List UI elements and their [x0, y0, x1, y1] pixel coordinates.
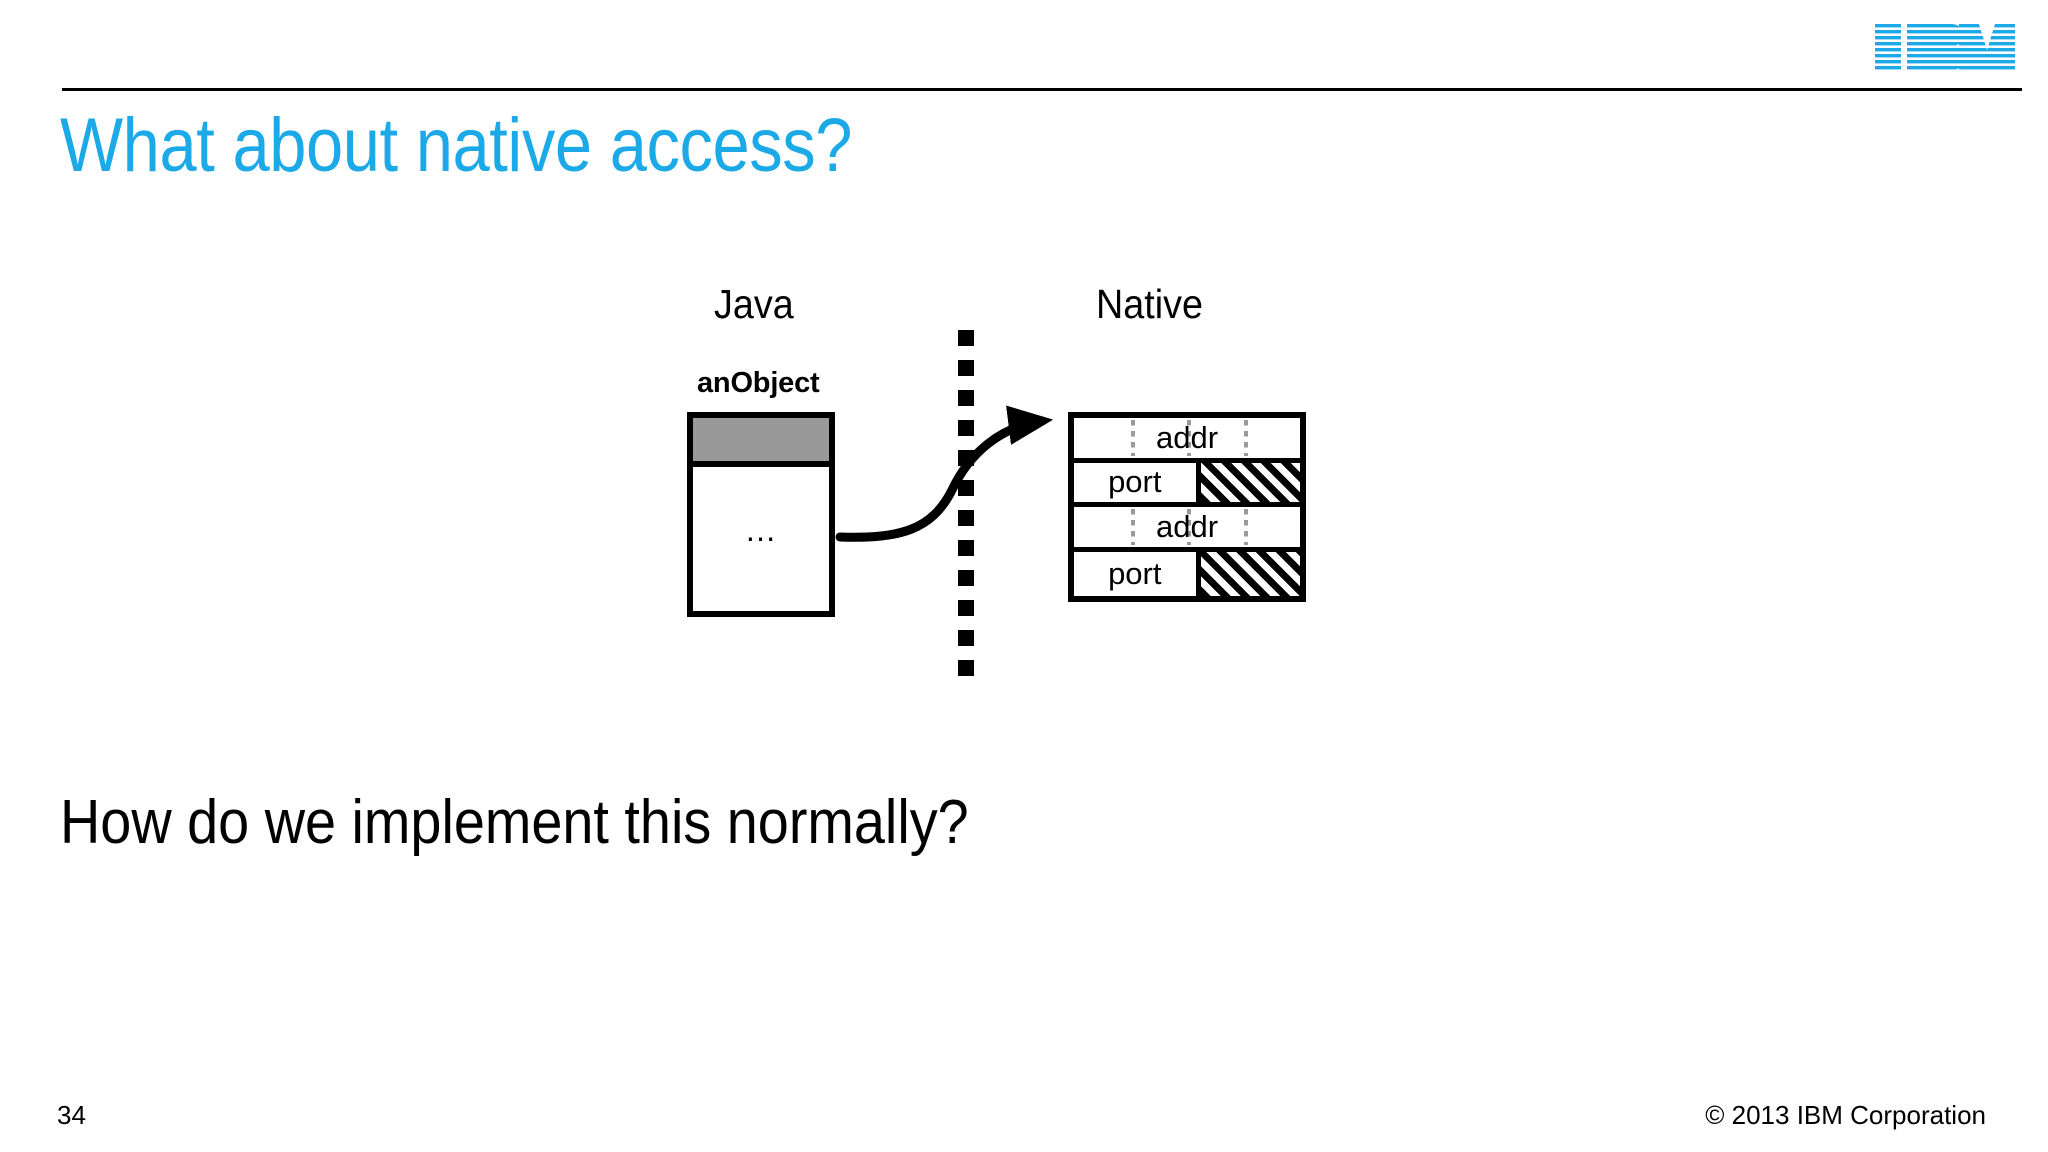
native-field-tick: [1243, 509, 1248, 545]
body-question-text: How do we implement this normally?: [60, 788, 969, 857]
native-cell-label: port: [1108, 464, 1162, 500]
native-field-tick: [1130, 509, 1135, 545]
native-field-tick: [1187, 420, 1191, 456]
java-to-native-arrow: [835, 405, 1054, 542]
page-number: 34: [57, 1100, 86, 1130]
native-field-tick: [1243, 420, 1248, 456]
native-row: port: [1074, 462, 1300, 507]
java-object-body: …: [693, 467, 829, 611]
copyright-notice: © 2013 IBM Corporation: [1705, 1100, 1986, 1130]
divider-dash: [958, 360, 974, 376]
native-cell-padding-hatch: [1200, 551, 1300, 596]
divider-dash: [958, 510, 974, 526]
divider-dash: [958, 390, 974, 406]
java-object-box: …: [687, 412, 835, 617]
java-native-boundary-divider: [958, 330, 974, 692]
native-cell-addr: addr: [1074, 507, 1300, 547]
divider-dash: [958, 420, 974, 436]
header-divider-rule: [62, 88, 2022, 91]
page-title: What about native access?: [60, 103, 853, 188]
native-field-tick: [1130, 420, 1135, 456]
native-cell-addr: addr: [1074, 418, 1300, 458]
divider-dash: [958, 660, 974, 676]
divider-dash: [958, 570, 974, 586]
divider-dash: [958, 600, 974, 616]
divider-dash: [958, 330, 974, 346]
native-row: port: [1074, 551, 1300, 596]
divider-dash: [958, 540, 974, 556]
native-cell-label: port: [1108, 555, 1162, 591]
native-struct-box: addr port addr port: [1068, 412, 1306, 602]
native-cell-label: addr: [1155, 508, 1219, 544]
native-row: addr: [1074, 507, 1300, 552]
native-cell-label: addr: [1155, 419, 1219, 455]
diagram-label-anobject: anObject: [697, 367, 820, 399]
diagram-label-native: Native: [1096, 281, 1203, 327]
native-cell-padding-hatch: [1200, 462, 1300, 502]
divider-dash: [958, 630, 974, 646]
native-cell-port: port: [1074, 551, 1201, 596]
native-field-tick: [1187, 509, 1191, 545]
divider-dash: [958, 480, 974, 496]
native-row: addr: [1074, 418, 1300, 463]
native-cell-port: port: [1074, 462, 1201, 502]
ibm-logo: [1875, 24, 2015, 70]
java-object-ellipsis: …: [744, 511, 778, 548]
diagram-label-java: Java: [714, 281, 794, 327]
java-object-header-band: [693, 418, 829, 467]
